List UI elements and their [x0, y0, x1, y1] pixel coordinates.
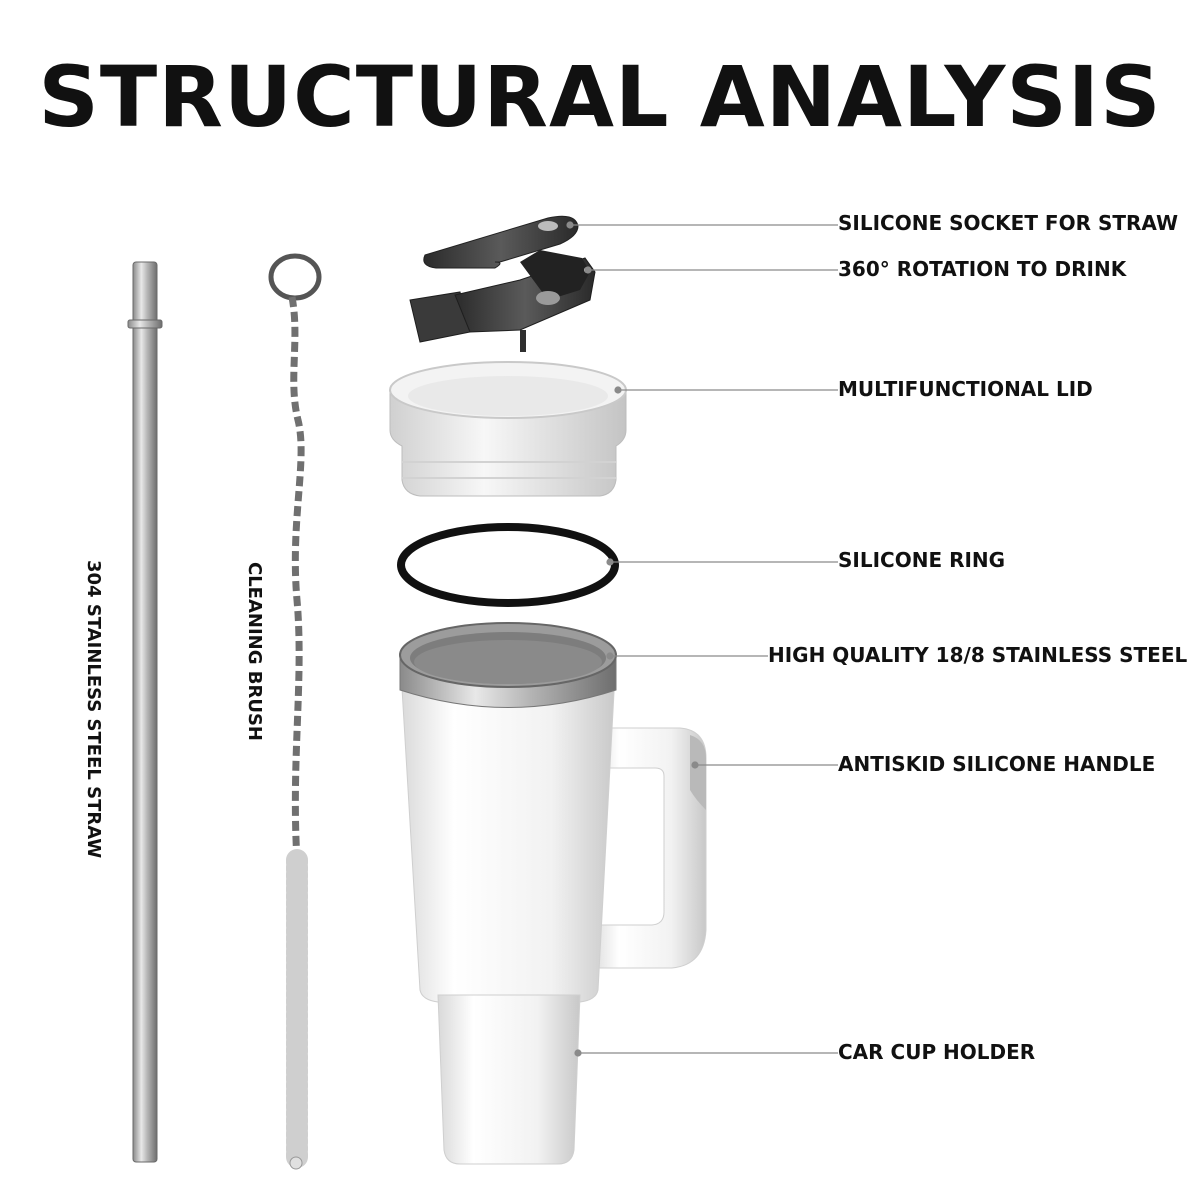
- callout-car-cup-holder: CAR CUP HOLDER: [838, 1040, 1036, 1064]
- callout-multifunctional-lid: MULTIFUNCTIONAL LID: [838, 377, 1093, 401]
- callout-silicone-socket: SILICONE SOCKET FOR STRAW: [838, 211, 1179, 235]
- callout-360-rotation: 360° ROTATION TO DRINK: [838, 257, 1127, 281]
- callout-silicone-ring: SILICONE RING: [838, 548, 1006, 572]
- silicone-ring-part: [397, 523, 619, 607]
- silicone-socket-part: [423, 215, 579, 269]
- callout-stainless-steel: HIGH QUALITY 18/8 STAINLESS STEEL: [768, 643, 1188, 667]
- rotation-part: [409, 250, 596, 352]
- straw-label: 304 STAINLESS STEEL STRAW: [83, 560, 104, 859]
- callout-antiskid-handle: ANTISKID SILICONE HANDLE: [838, 752, 1156, 776]
- page-title: STRUCTURAL ANALYSIS: [38, 48, 1162, 146]
- tumbler-body: [399, 622, 707, 1165]
- lid-part: [389, 361, 627, 497]
- brush-label: CLEANING BRUSH: [244, 562, 265, 741]
- steel-straw: [127, 261, 163, 1163]
- leader-lines: [566, 221, 838, 1057]
- cleaning-brush: [268, 253, 322, 1171]
